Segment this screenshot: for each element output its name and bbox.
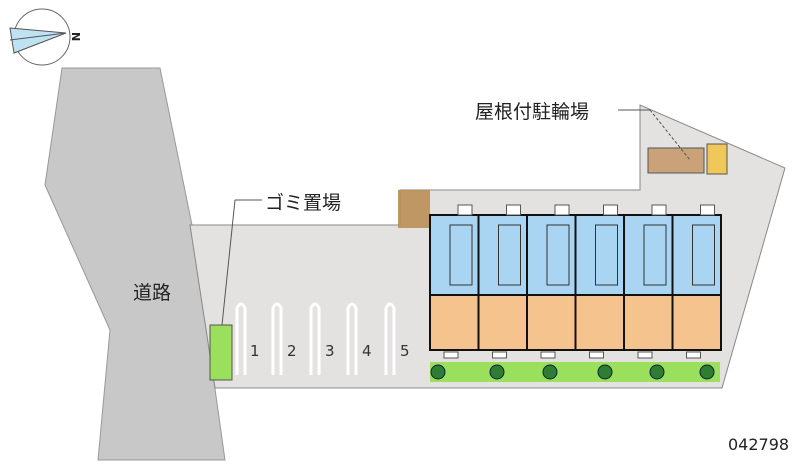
parking-space-5: 5 (400, 342, 410, 360)
garbage-area (209, 324, 233, 381)
tree-icon (649, 364, 665, 380)
apartment-unit (429, 204, 480, 359)
parking-divider (346, 302, 358, 375)
apartment-unit (671, 204, 722, 359)
parking-divider (384, 302, 396, 375)
building (429, 204, 722, 359)
parking-divider (235, 302, 247, 375)
apartment-unit (623, 204, 674, 359)
trees (430, 364, 715, 380)
tree-icon (542, 364, 558, 380)
road-label: 道路 (133, 282, 172, 304)
parking-space-3: 3 (325, 342, 335, 360)
parking-space-2: 2 (287, 342, 297, 360)
road (44, 67, 226, 461)
parking-divider (309, 302, 321, 375)
parking-space-4: 4 (362, 342, 372, 360)
brick-area (398, 190, 430, 228)
apartment-unit (574, 204, 625, 359)
compass-north-label: N (69, 32, 82, 41)
compass-icon: N (9, 8, 82, 66)
tree-icon (489, 364, 505, 380)
bicycle-parking-label: 屋根付駐輪場 (475, 101, 590, 123)
apartment-unit (526, 204, 577, 359)
bicycle-rack (706, 143, 728, 175)
tree-icon (597, 364, 613, 380)
parking-space-1: 1 (250, 342, 260, 360)
tree-icon (699, 364, 715, 380)
property-id: 042798 (728, 435, 790, 454)
garbage-label: ゴミ置場 (265, 192, 342, 214)
parking-divider (271, 302, 283, 375)
apartment-unit (477, 204, 528, 359)
tree-icon (430, 364, 446, 380)
hedge (430, 362, 720, 382)
parking-lines (235, 302, 396, 375)
bicycle-shelter (647, 147, 705, 174)
